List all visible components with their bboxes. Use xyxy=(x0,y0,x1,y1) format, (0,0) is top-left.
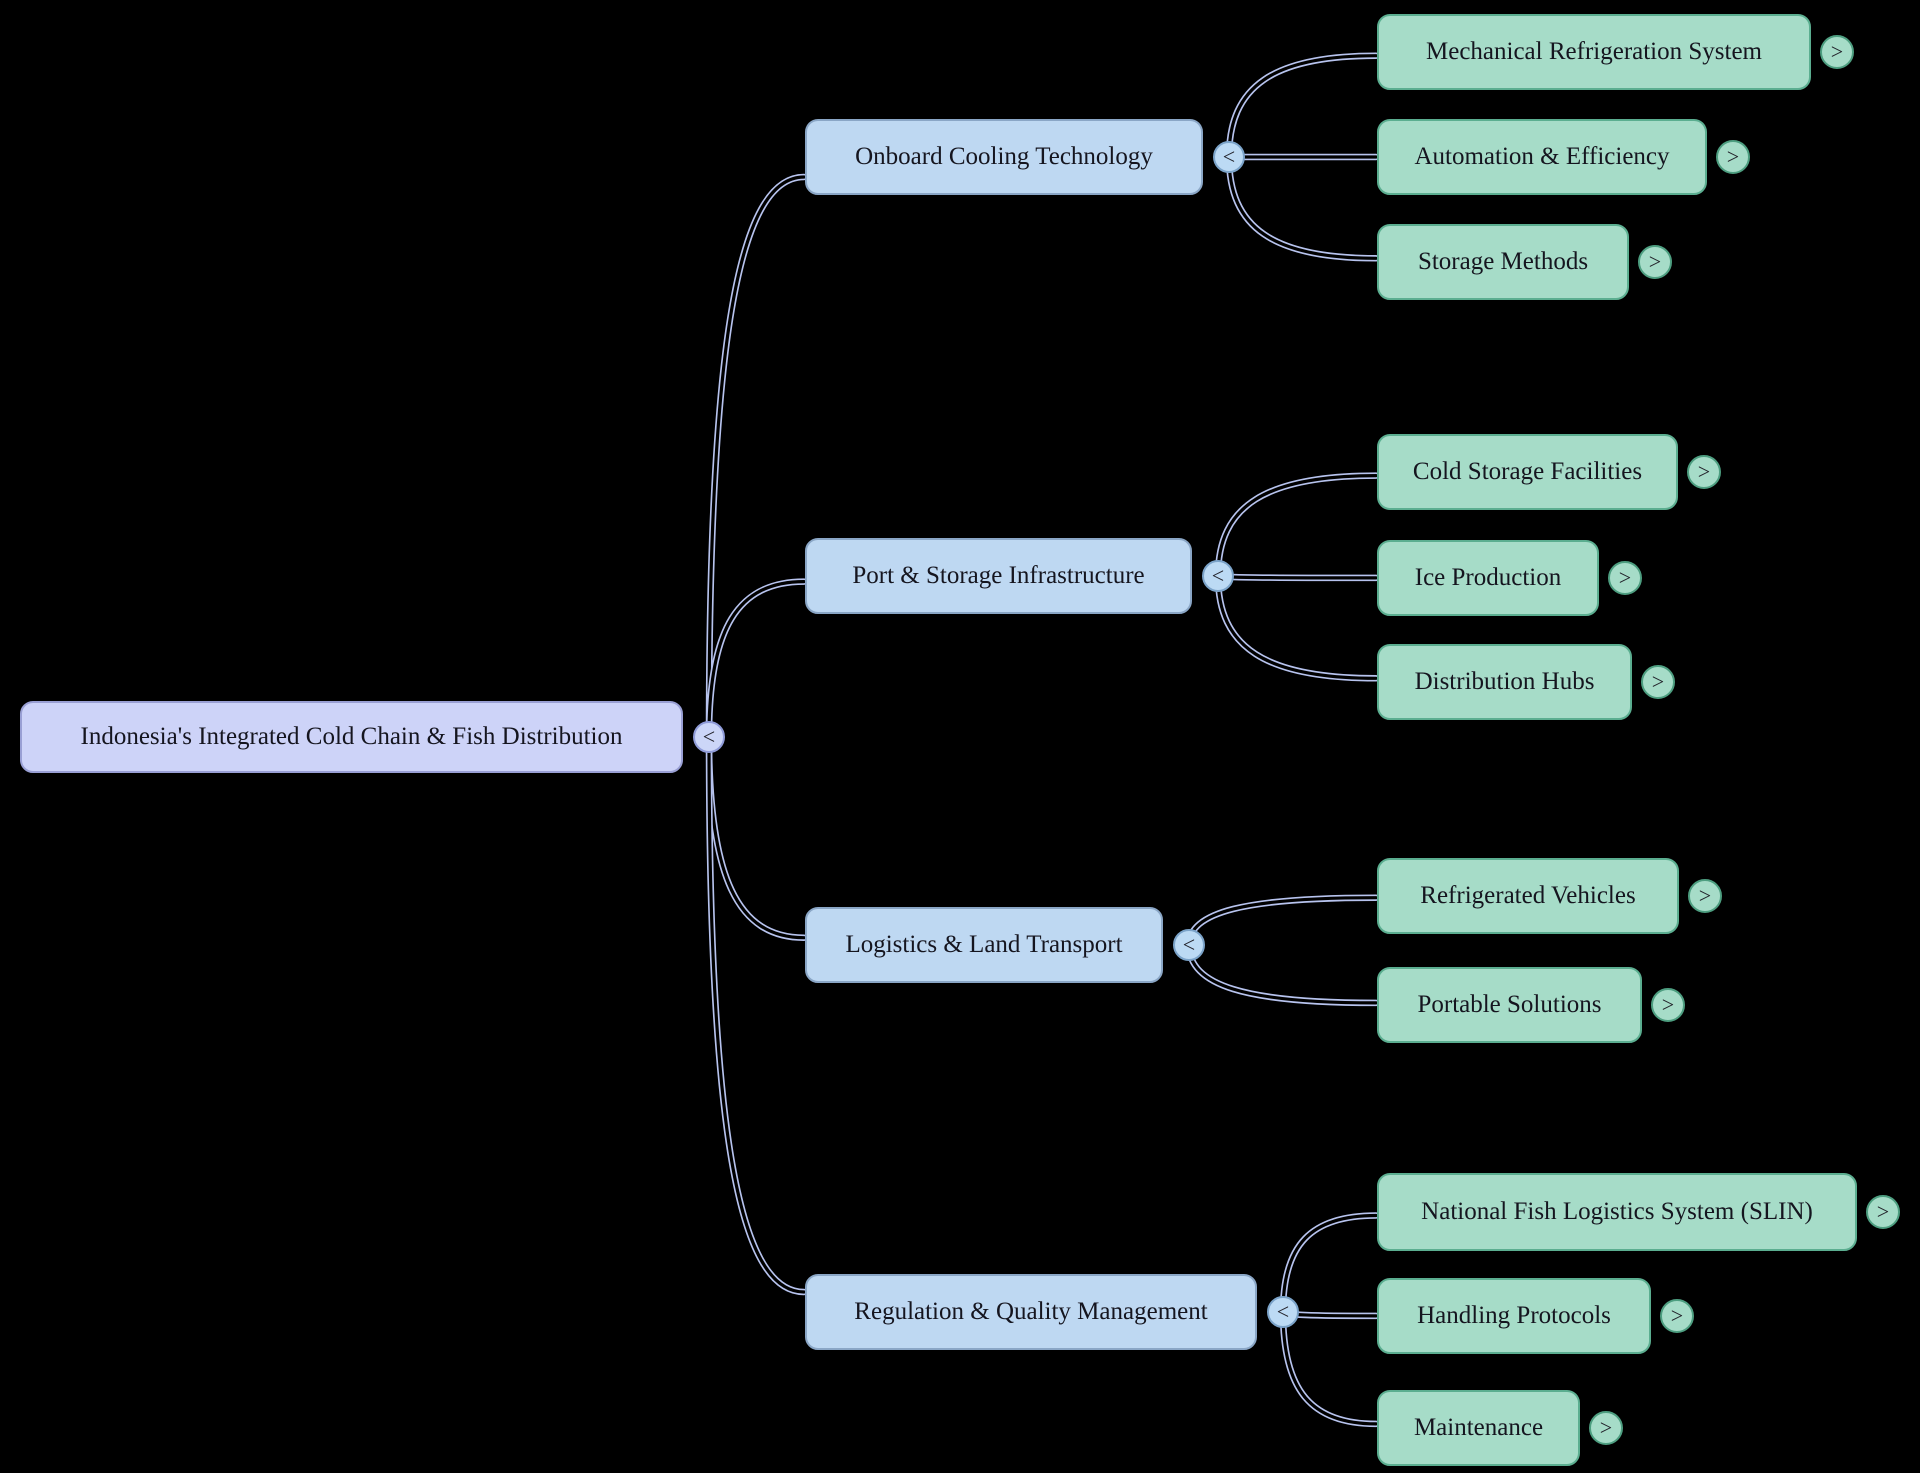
expand-icon: > xyxy=(1698,883,1712,908)
link-core-distribution-hubs xyxy=(1216,574,1378,680)
link-outer-portable-solutions xyxy=(1185,941,1380,1007)
mindmap-node-port-storage[interactable]: Port & Storage Infrastructure xyxy=(805,538,1192,614)
node-label: Distribution Hubs xyxy=(1414,668,1595,695)
collapse-button-root[interactable]: < xyxy=(693,721,725,753)
node-label: Ice Production xyxy=(1414,564,1562,591)
link-outer-port-storage xyxy=(705,578,808,741)
mindmap-node-cold-storage[interactable]: Cold Storage Facilities xyxy=(1377,434,1678,510)
link-core-storage-methods xyxy=(1227,155,1378,260)
node-label: Indonesia's Integrated Cold Chain & Fish… xyxy=(80,723,623,750)
mindmap-node-logistics-transport[interactable]: Logistics & Land Transport xyxy=(805,907,1163,983)
collapse-button-logistics-transport[interactable]: < xyxy=(1173,929,1205,961)
expand-button-distribution-hubs[interactable]: > xyxy=(1641,665,1675,699)
link-core-cold-storage xyxy=(1216,474,1378,578)
expand-icon: > xyxy=(1670,1303,1684,1328)
collapse-icon: < xyxy=(1182,932,1196,957)
expand-icon: > xyxy=(1651,669,1665,694)
link-core-portable-solutions xyxy=(1187,943,1378,1005)
expand-button-automation-efficiency[interactable]: > xyxy=(1716,140,1750,174)
expand-icon: > xyxy=(1830,39,1844,64)
expand-button-ice-production[interactable]: > xyxy=(1608,561,1642,595)
node-label: Port & Storage Infrastructure xyxy=(852,562,1145,589)
mindmap-node-onboard-cooling[interactable]: Onboard Cooling Technology xyxy=(805,119,1203,195)
expand-button-portable-solutions[interactable]: > xyxy=(1651,988,1685,1022)
mindmap-node-portable-solutions[interactable]: Portable Solutions xyxy=(1377,967,1642,1043)
mindmap-node-storage-methods[interactable]: Storage Methods xyxy=(1377,224,1629,300)
mindmap-node-distribution-hubs[interactable]: Distribution Hubs xyxy=(1377,644,1632,720)
expand-icon: > xyxy=(1648,249,1662,274)
mindmap-node-ice-production[interactable]: Ice Production xyxy=(1377,540,1599,616)
link-core-refrigerated-vehicles xyxy=(1187,896,1378,947)
link-outer-cold-storage xyxy=(1214,472,1380,580)
link-outer-logistics-transport xyxy=(705,733,808,941)
link-core-logistics-transport xyxy=(707,735,806,940)
link-core-port-storage xyxy=(707,580,806,739)
expand-icon: > xyxy=(1697,459,1711,484)
mindmap-node-handling-protocols[interactable]: Handling Protocols xyxy=(1377,1278,1651,1354)
expand-icon: > xyxy=(1726,144,1740,169)
mindmap-node-automation-efficiency[interactable]: Automation & Efficiency xyxy=(1377,119,1707,195)
node-label: National Fish Logistics System (SLIN) xyxy=(1421,1198,1813,1225)
expand-button-handling-protocols[interactable]: > xyxy=(1660,1299,1694,1333)
collapse-icon: < xyxy=(1211,563,1225,588)
node-label: Mechanical Refrigeration System xyxy=(1426,38,1762,65)
link-outer-maintenance xyxy=(1279,1308,1380,1428)
node-label: Refrigerated Vehicles xyxy=(1420,882,1636,909)
expand-icon: > xyxy=(1876,1199,1890,1224)
mindmap-node-refrigerated-vehicles[interactable]: Refrigerated Vehicles xyxy=(1377,858,1679,934)
expand-button-storage-methods[interactable]: > xyxy=(1638,245,1672,279)
collapse-icon: < xyxy=(1222,144,1236,169)
link-core-maintenance xyxy=(1281,1310,1378,1426)
link-outer-slin xyxy=(1279,1212,1380,1316)
expand-button-cold-storage[interactable]: > xyxy=(1687,455,1721,489)
link-outer-storage-methods xyxy=(1225,153,1380,262)
collapse-button-onboard-cooling[interactable]: < xyxy=(1213,141,1245,173)
node-label: Maintenance xyxy=(1413,1414,1544,1441)
mindmap-node-maintenance[interactable]: Maintenance xyxy=(1377,1390,1580,1466)
expand-button-mechanical-refrigeration[interactable]: > xyxy=(1820,35,1854,69)
expand-button-refrigerated-vehicles[interactable]: > xyxy=(1688,879,1722,913)
expand-button-slin[interactable]: > xyxy=(1866,1195,1900,1229)
expand-button-maintenance[interactable]: > xyxy=(1589,1411,1623,1445)
link-outer-onboard-cooling xyxy=(705,173,808,741)
collapse-icon: < xyxy=(702,724,716,749)
collapse-button-regulation-quality[interactable]: < xyxy=(1267,1296,1299,1328)
link-outer-distribution-hubs xyxy=(1214,572,1380,682)
collapse-button-port-storage[interactable]: < xyxy=(1202,560,1234,592)
link-outer-refrigerated-vehicles xyxy=(1185,894,1380,949)
node-label: Automation & Efficiency xyxy=(1414,143,1670,170)
link-core-onboard-cooling xyxy=(707,175,806,739)
collapse-icon: < xyxy=(1276,1299,1290,1324)
expand-icon: > xyxy=(1661,992,1675,1017)
link-core-slin xyxy=(1281,1213,1378,1314)
expand-icon: > xyxy=(1618,565,1632,590)
node-label: Handling Protocols xyxy=(1417,1302,1611,1329)
link-outer-regulation-quality xyxy=(705,733,808,1296)
mindmap-node-slin[interactable]: National Fish Logistics System (SLIN) xyxy=(1377,1173,1857,1251)
expand-icon: > xyxy=(1599,1415,1613,1440)
mindmap-node-mechanical-refrigeration[interactable]: Mechanical Refrigeration System xyxy=(1377,14,1811,90)
node-label: Portable Solutions xyxy=(1417,991,1602,1018)
link-outer-mechanical-refrigeration xyxy=(1225,52,1380,161)
node-label: Cold Storage Facilities xyxy=(1412,458,1643,485)
node-label: Onboard Cooling Technology xyxy=(855,143,1153,170)
link-core-mechanical-refrigeration xyxy=(1227,54,1378,159)
node-label: Storage Methods xyxy=(1417,248,1589,275)
node-label: Logistics & Land Transport xyxy=(845,931,1123,958)
node-label: Regulation & Quality Management xyxy=(854,1298,1208,1325)
mindmap-node-root[interactable]: Indonesia's Integrated Cold Chain & Fish… xyxy=(20,701,683,773)
link-core-regulation-quality xyxy=(707,735,806,1294)
mindmap-node-regulation-quality[interactable]: Regulation & Quality Management xyxy=(805,1274,1257,1350)
